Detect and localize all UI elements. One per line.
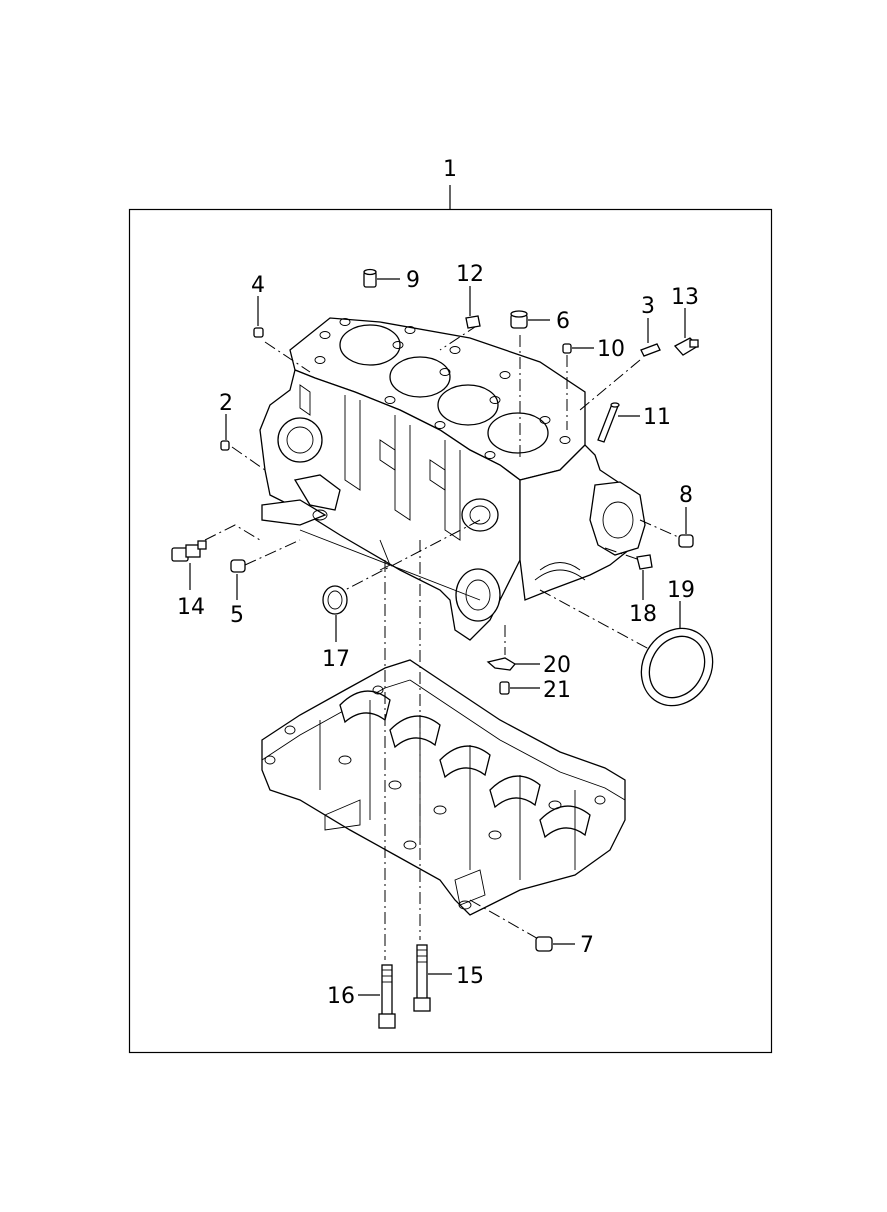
part-13-sensor [673, 337, 700, 356]
callout-5: 5 [230, 603, 244, 628]
part-15-bolt [413, 944, 431, 1012]
alignment-lines [204, 324, 686, 960]
part-4-plug [253, 327, 264, 338]
callout-10: 10 [597, 337, 625, 362]
callout-8: 8 [679, 483, 693, 508]
callout-7: 7 [580, 933, 594, 958]
part-14-knock-sensor [171, 540, 207, 562]
part-8-dowel [678, 534, 694, 548]
part-20-oil-jet [486, 657, 516, 671]
callout-14: 14 [177, 595, 205, 620]
callout-21: 21 [543, 678, 571, 703]
callout-1: 1 [443, 157, 457, 182]
callout-19: 19 [667, 578, 695, 603]
part-19-oil-seal [640, 627, 714, 707]
callout-leaders [189, 278, 687, 996]
callout-12: 12 [456, 262, 484, 287]
part-11-tube [597, 402, 620, 443]
crankcase-ladder-frame [261, 659, 626, 916]
part-16-bolt [378, 964, 396, 1029]
part-12-plug [465, 315, 481, 329]
part-6-dowel [510, 310, 528, 329]
callout-20: 20 [543, 653, 571, 678]
part-3-pin [640, 343, 661, 357]
callout-6: 6 [556, 309, 570, 334]
callout-15: 15 [456, 964, 484, 989]
callout-13: 13 [671, 285, 699, 310]
callout-9: 9 [406, 268, 420, 293]
cylinder-block [259, 317, 646, 641]
part-18-plug [636, 554, 653, 570]
callout-11: 11 [643, 405, 671, 430]
part-21-bolt [499, 681, 510, 695]
assembly-frame [128, 208, 773, 1054]
callout-3: 3 [641, 294, 655, 319]
part-2-plug [220, 440, 230, 451]
callout-4: 4 [251, 273, 265, 298]
callout-16: 16 [327, 984, 355, 1009]
callout-numbers: 1 2 3 4 5 6 7 8 9 10 11 12 13 14 15 16 1… [177, 157, 699, 1009]
part-9-dowel [363, 268, 377, 288]
callout-18: 18 [629, 602, 657, 627]
part-7-dowel [535, 936, 553, 952]
part-5-dowel [230, 559, 246, 573]
part-17-seal [322, 585, 348, 615]
callout-17: 17 [322, 647, 350, 672]
callout-2: 2 [219, 391, 233, 416]
part-10-pin [562, 343, 572, 354]
